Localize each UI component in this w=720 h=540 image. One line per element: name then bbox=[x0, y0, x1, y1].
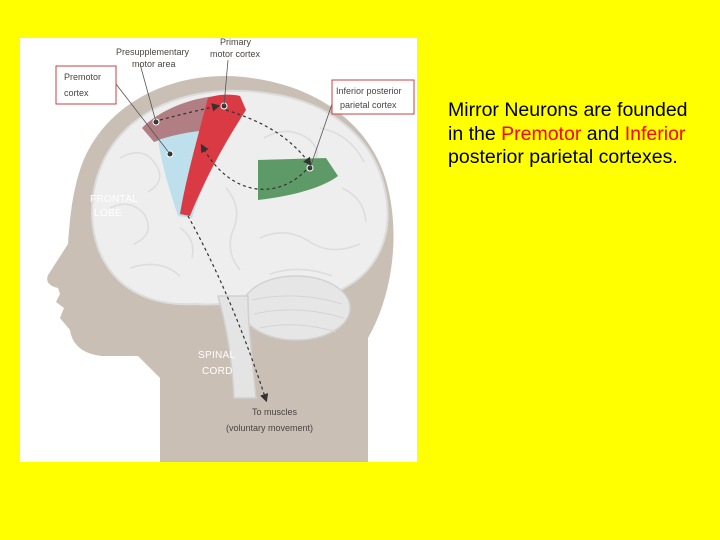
cerebellum bbox=[241, 275, 351, 341]
caption-text: Mirror Neurons are founded in the Premot… bbox=[448, 99, 708, 170]
label-spinal-cord: SPINAL CORD bbox=[198, 350, 238, 377]
caption-part-1: Mirror Neurons are founded in the bbox=[448, 99, 688, 145]
brain-diagram: Presupplementary motor area Primary moto… bbox=[20, 38, 417, 462]
label-inferior-parietal: Inferior posterior parietal cortex bbox=[336, 86, 404, 110]
caption-highlight-inferior: Inferior bbox=[624, 122, 686, 145]
caption-part-2: and bbox=[586, 122, 620, 145]
label-primary-motor: Primary motor cortex bbox=[210, 38, 261, 59]
spinal-cord bbox=[217, 295, 257, 399]
inferior-label-box bbox=[331, 79, 415, 115]
caption-part-3: posterior parietal cortexes. bbox=[448, 146, 678, 168]
caption-highlight-premotor: Premotor bbox=[501, 122, 582, 145]
brain-diagram-svg: Presupplementary motor area Primary moto… bbox=[47, 38, 415, 462]
arrow-premotor-to-motor bbox=[159, 103, 221, 121]
arrow-parietal-to-premotor bbox=[200, 143, 307, 190]
label-premotor: Premotor cortex bbox=[64, 72, 104, 98]
arrow-to-muscles bbox=[187, 215, 269, 403]
premotor-label-box bbox=[55, 65, 117, 105]
primary-motor-region bbox=[180, 94, 246, 216]
label-frontal-lobe: FRONTAL LOBE bbox=[90, 194, 141, 219]
label-to-muscles: To muscles (voluntary movement) bbox=[226, 407, 313, 433]
parietal-region bbox=[258, 158, 338, 200]
label-presupplementary: Presupplementary motor area bbox=[116, 47, 192, 69]
arrow-motor-to-parietal bbox=[225, 109, 312, 166]
